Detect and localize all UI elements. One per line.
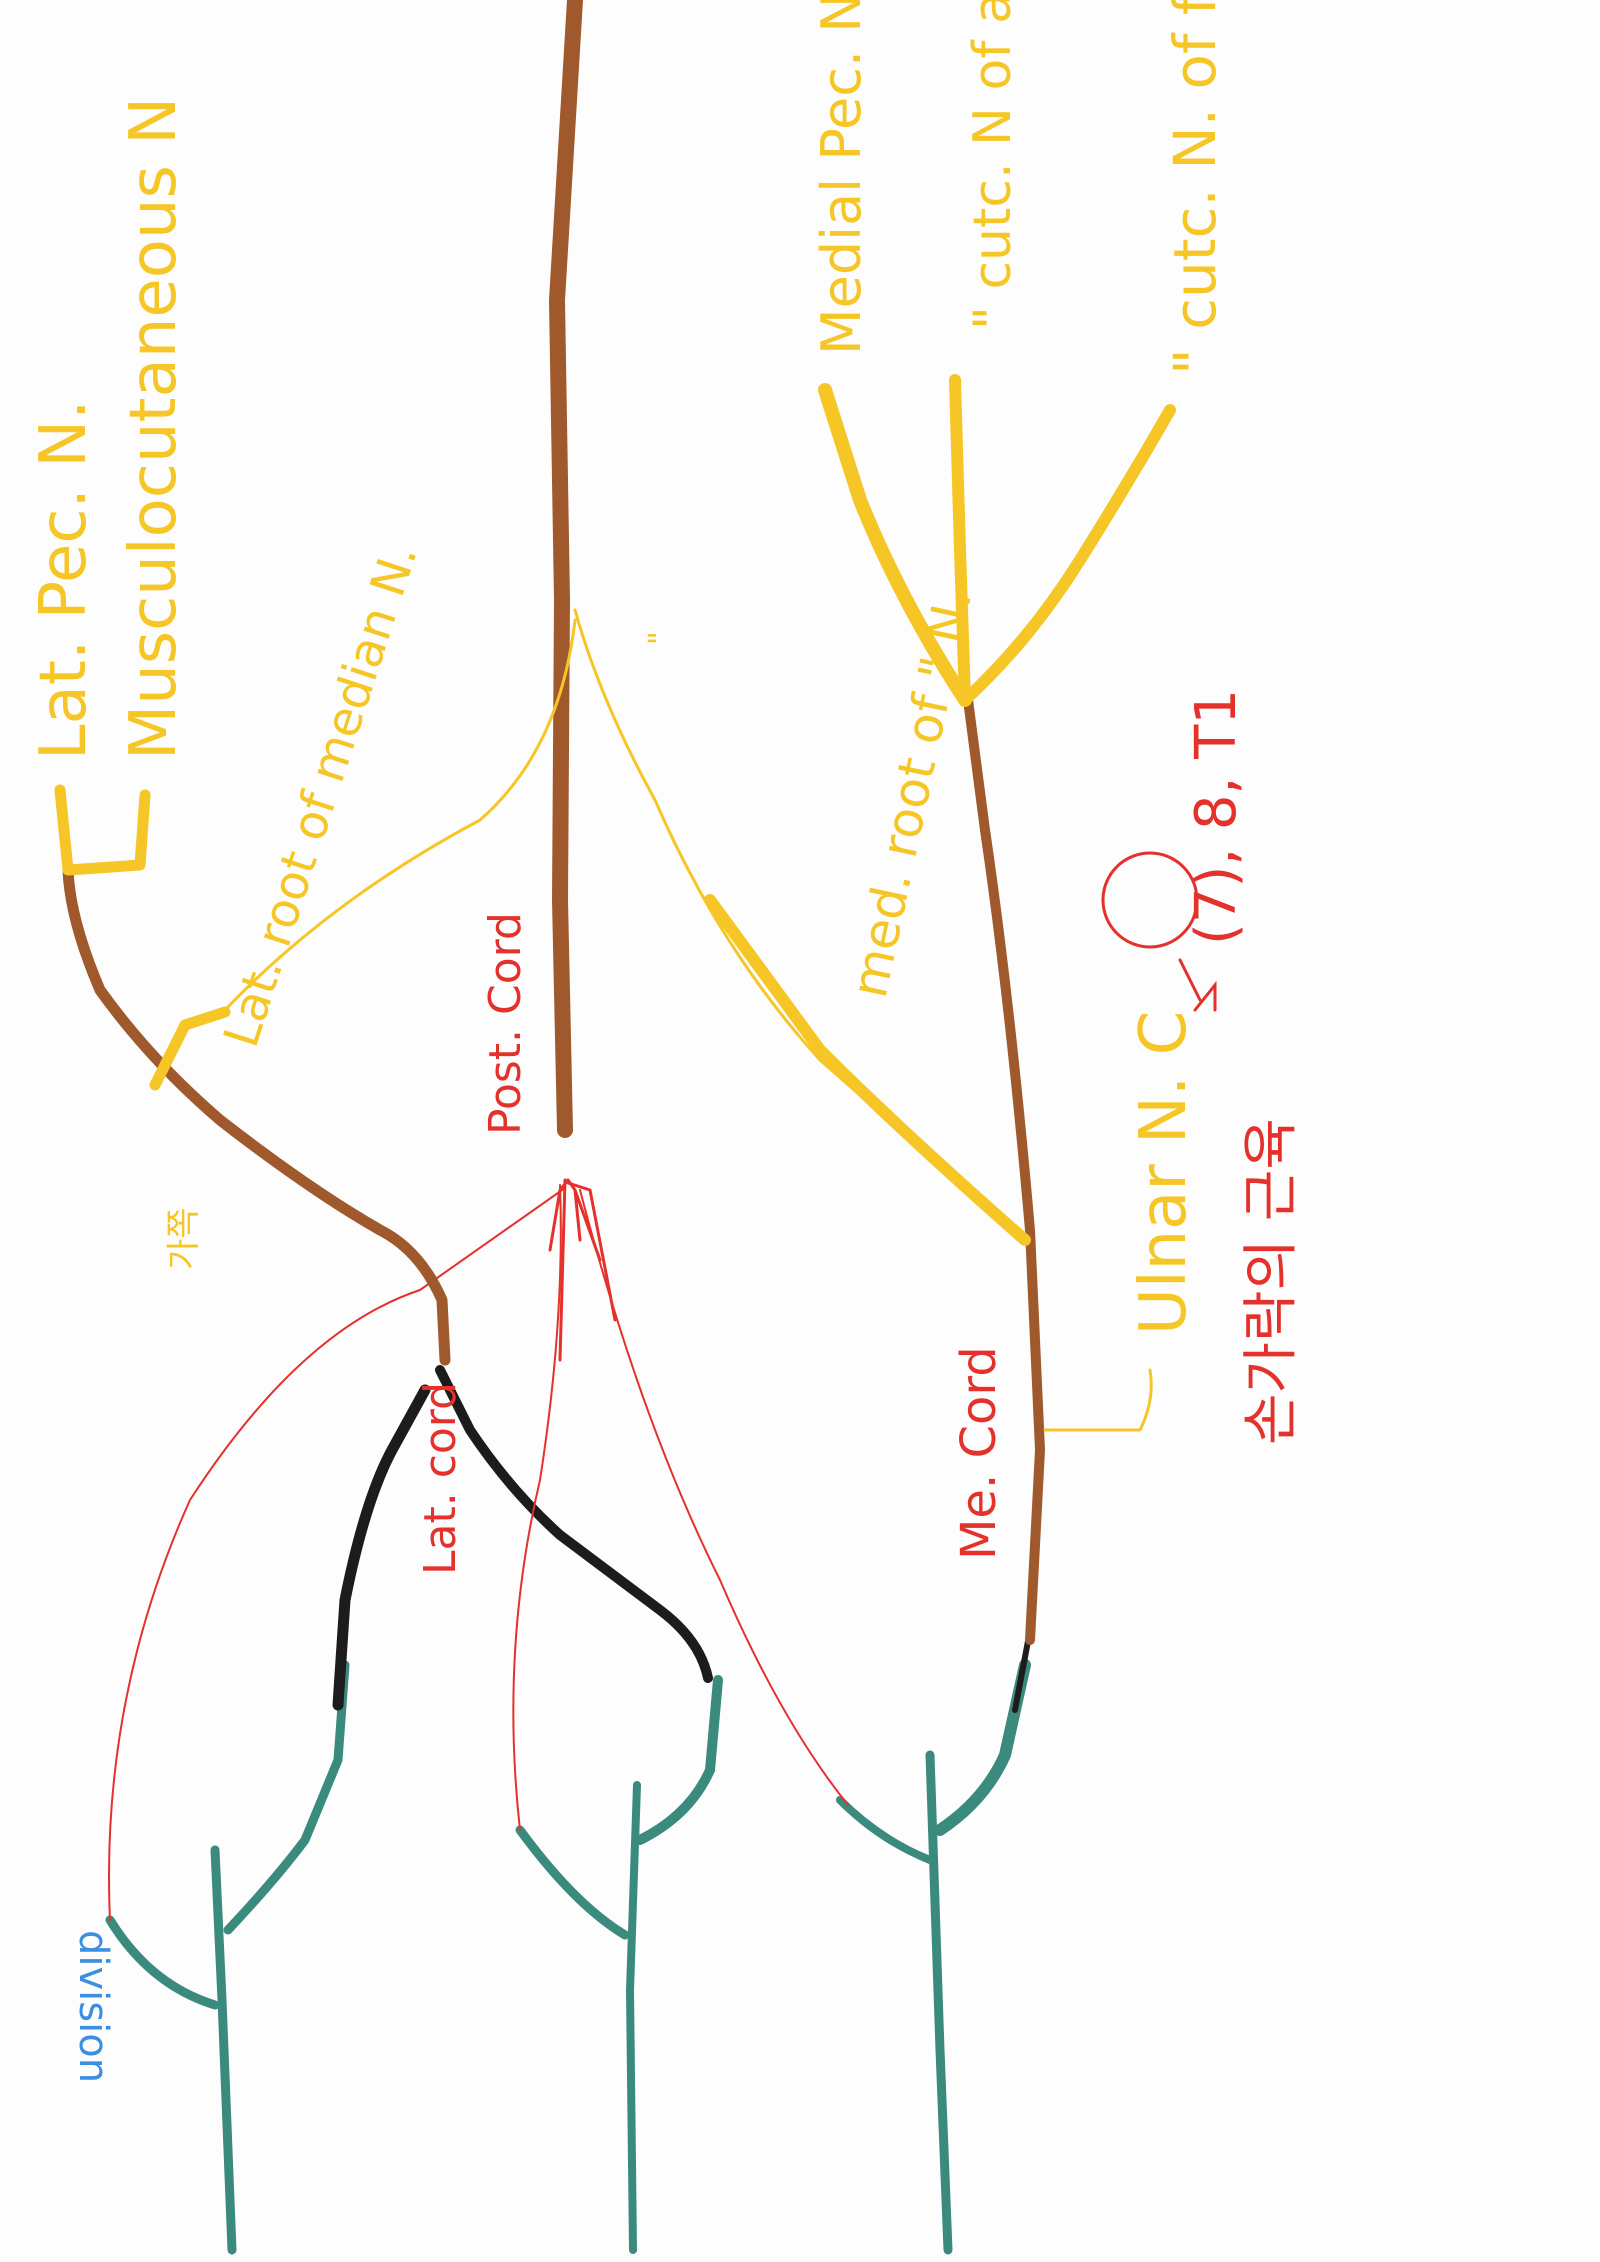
root-branch-1a — [105, 1915, 220, 2010]
root-branch-2a — [515, 1825, 630, 1940]
label-medial-pec: Medial Pec. N. — [810, 0, 873, 355]
roots — [105, 1659, 1031, 2255]
anterior-division-2 — [435, 1365, 713, 1683]
label-ulnar-note: (7), 8, T1 — [1184, 689, 1249, 945]
root-line-3 — [925, 1750, 953, 2255]
root-line-1 — [210, 1845, 237, 2255]
label-cutaneous-forearm: " cutc. N. of forearm — [1161, 0, 1229, 375]
label-med-cord: Me. Cord — [951, 1346, 1007, 1560]
posterior-cord — [549, 0, 583, 1138]
medial-pectoral-nerve — [818, 383, 972, 707]
divisions — [108, 1178, 1035, 1921]
c7-circle — [1101, 851, 1199, 949]
cords — [62, 0, 1045, 1645]
root-line-2 — [626, 1781, 641, 2254]
root-branch-3b — [934, 1659, 1031, 1836]
lateral-root-median — [153, 618, 577, 1087]
root-branch-2b — [635, 1675, 723, 1845]
terminal-nerves — [54, 374, 1176, 1432]
label-ditto: " — [643, 631, 678, 645]
posterior-convergence — [548, 1178, 617, 1362]
medial-cord — [963, 695, 1045, 1645]
label-med-root: med. root of " N. — [840, 584, 983, 1002]
label-musculocutaneous: Musculocutaneous N — [117, 97, 191, 760]
medial-root-median-thick — [704, 894, 1031, 1246]
musculocutaneous-stem — [62, 789, 151, 876]
label-lat-cord: Lat. cord — [415, 1382, 466, 1575]
posterior-division-2 — [512, 1184, 562, 1831]
medial-cutaneous-forearm — [959, 404, 1176, 706]
root-branch-3a — [836, 1796, 934, 1864]
lateral-cord — [62, 864, 451, 1366]
root-branch-1b — [223, 1660, 350, 1935]
label-lat-pec: Lat. Pec. N. — [27, 400, 101, 760]
posterior-division-3 — [579, 1189, 849, 1806]
lateral-root-median-thick — [149, 1006, 231, 1091]
label-korean-note: 손가락의 근육 — [1239, 1118, 1304, 1445]
lateral-pectoral-stem — [54, 784, 74, 876]
label-lat-root-median: Lat. root of median N. — [213, 537, 428, 1053]
label-ulnar: Ulnar N. C — [1127, 1011, 1201, 1335]
medial-cutaneous-arm — [949, 374, 971, 706]
label-division: division — [70, 1930, 116, 2083]
ulnar-annotation — [1101, 851, 1217, 1012]
ulnar-nerve — [1043, 1368, 1153, 1432]
anterior-division-1 — [332, 1384, 431, 1711]
posterior-division-1 — [108, 1187, 566, 1921]
ulnar-arrow — [1178, 958, 1217, 1012]
label-cutaneous-arm: " cutc. N of arm — [963, 0, 1023, 330]
label-post-cord: Post. Cord — [480, 912, 531, 1135]
labels: Lat. Pec. N. Musculocutaneous N Lat. roo… — [27, 0, 1304, 2083]
label-side-note: 가쪽 — [164, 1207, 204, 1270]
